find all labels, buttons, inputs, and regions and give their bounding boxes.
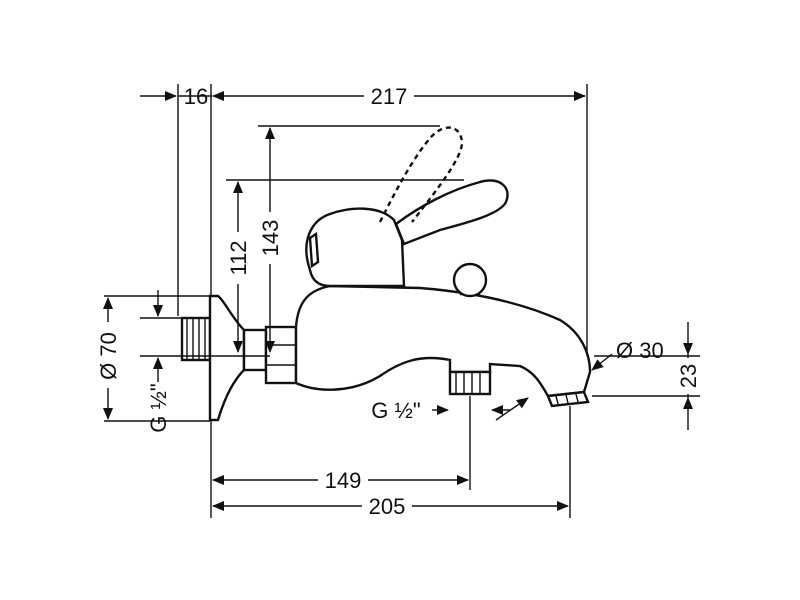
label-thread-bottom: G ½" xyxy=(371,398,420,423)
eccentric xyxy=(242,328,268,372)
wall-thread-stub xyxy=(180,316,212,362)
label-112: 112 xyxy=(226,240,251,275)
label-diameter-30: Ø 30 xyxy=(616,338,664,363)
label-149: 149 xyxy=(325,468,362,493)
label-143: 143 xyxy=(258,220,283,257)
cartridge-dome xyxy=(305,207,406,288)
diverter-knob xyxy=(452,262,488,298)
label-205: 205 xyxy=(369,494,406,519)
label-thread-left: G ½" xyxy=(146,383,171,432)
label-217: 217 xyxy=(371,84,408,109)
extension-lines xyxy=(104,84,700,518)
lever-handle xyxy=(394,179,509,246)
label-16: 16 xyxy=(184,84,208,109)
label-23: 23 xyxy=(676,364,701,388)
body-spout xyxy=(294,284,592,398)
label-diameter-70: Ø 70 xyxy=(96,332,121,380)
rosette xyxy=(208,294,246,422)
dimension-labels: 16 217 143 112 Ø 70 G ½" G ½" Ø 30 23 14… xyxy=(94,84,704,519)
